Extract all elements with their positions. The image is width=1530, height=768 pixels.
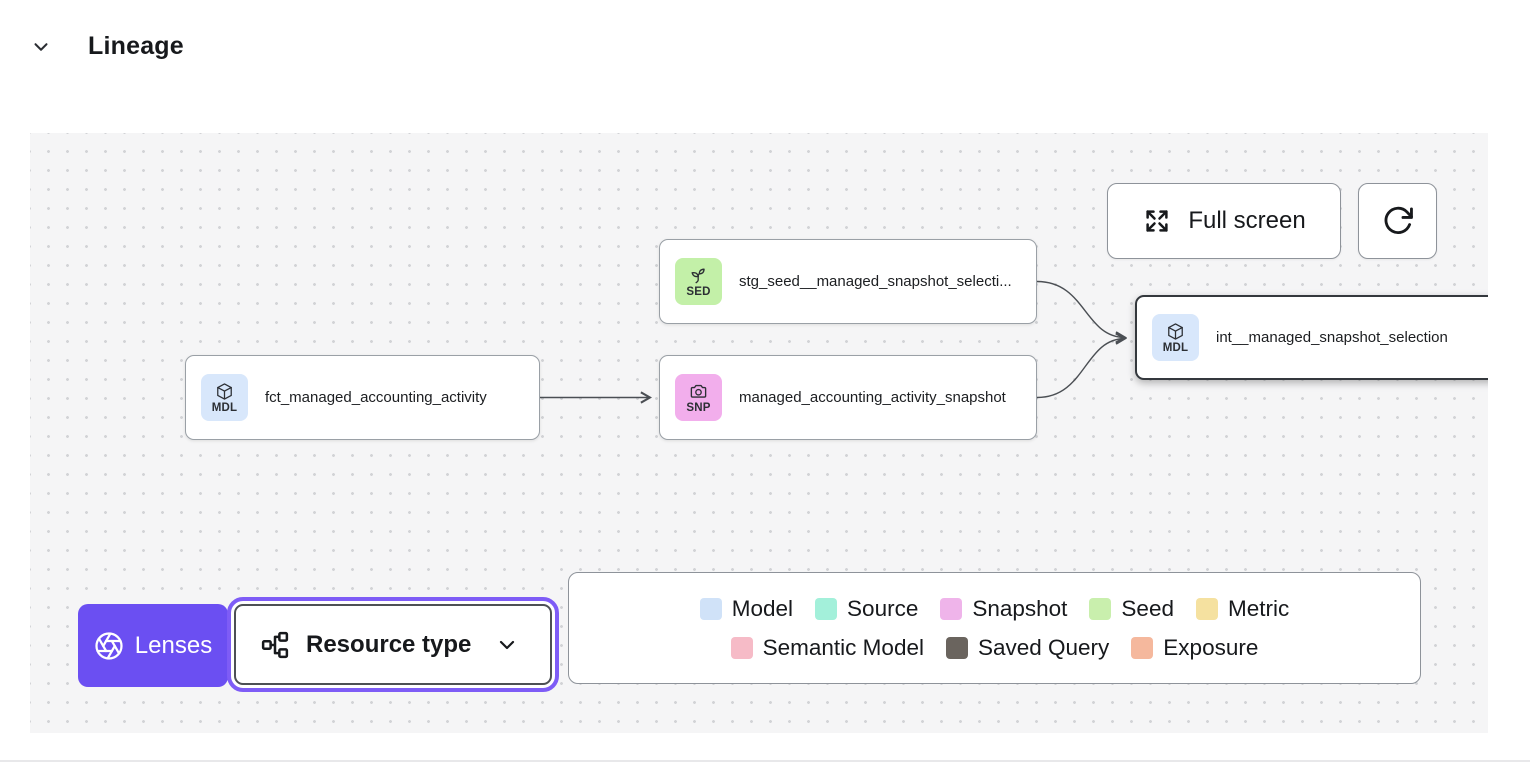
expand-icon — [1146, 210, 1168, 232]
resource-type-focus-ring: Resource type — [227, 597, 559, 692]
badge-label: MDL — [1162, 341, 1189, 354]
lenses-label: Lenses — [134, 631, 213, 659]
legend-item-exposure: Exposure — [1131, 635, 1258, 661]
edge-seed-to-int — [1036, 280, 1125, 338]
lenses-button[interactable]: Lenses — [78, 604, 228, 687]
badge-label: MDL — [211, 401, 238, 414]
resource-type-dropdown[interactable]: Resource type — [234, 604, 552, 685]
collapse-chevron-icon[interactable] — [30, 36, 52, 58]
legend-item-seed: Seed — [1089, 596, 1174, 622]
exposure-swatch — [1131, 636, 1154, 659]
snapshot-camera-icon — [690, 384, 707, 398]
lineage-header: Lineage — [30, 32, 184, 61]
node-label: stg_seed__managed_snapshot_selecti... — [739, 273, 1012, 290]
model-cube-icon — [1168, 322, 1183, 340]
node-fct-managed-accounting-activity[interactable]: MDL fct_managed_accounting_activity — [185, 355, 540, 440]
badge-label: SNP — [686, 401, 711, 414]
legend-label: Seed — [1121, 595, 1174, 621]
seed-swatch — [1089, 597, 1112, 620]
model-cube-icon — [217, 382, 232, 400]
edge-snapshot-to-int — [1036, 339, 1125, 399]
full-screen-button[interactable]: Full screen — [1107, 183, 1341, 259]
legend-label: Semantic Model — [762, 634, 924, 660]
legend-item-model: Model — [699, 595, 794, 622]
node-label: int__managed_snapshot_selection — [1216, 329, 1448, 346]
seed-badge: SED — [675, 258, 722, 305]
legend-row-1: Model Source Snapshot Seed Metric — [699, 595, 1290, 622]
node-label: fct_managed_accounting_activity — [265, 389, 487, 406]
snapshot-swatch — [940, 597, 963, 620]
legend-item-saved-query: Saved Query — [945, 634, 1110, 661]
aperture-icon — [95, 631, 123, 660]
resource-type-icon — [261, 631, 289, 658]
legend-label: Model — [731, 595, 794, 621]
metric-swatch — [1195, 597, 1218, 620]
legend-row-2: Semantic Model Saved Query Exposure — [730, 634, 1258, 661]
saved-query-swatch — [945, 636, 968, 659]
page-title: Lineage — [88, 32, 184, 60]
node-managed-accounting-activity-snapshot[interactable]: SNP managed_accounting_activity_snapshot — [659, 355, 1037, 440]
legend-item-source: Source — [815, 596, 918, 622]
legend-label: Saved Query — [977, 634, 1110, 660]
node-label: managed_accounting_activity_snapshot — [739, 389, 1006, 406]
legend-item-metric: Metric — [1195, 595, 1290, 622]
resource-type-label: Resource type — [306, 630, 472, 658]
section-divider — [0, 760, 1530, 762]
lineage-edges — [540, 280, 1488, 733]
snapshot-badge: SNP — [675, 374, 722, 421]
lineage-canvas[interactable]: Full screen SED stg_seed__managed_snapsh… — [30, 133, 1488, 733]
model-badge: MDL — [201, 374, 248, 421]
model-badge: MDL — [1152, 314, 1199, 361]
source-swatch — [815, 597, 838, 620]
legend-label: Snapshot — [972, 595, 1068, 621]
legend-panel: Model Source Snapshot Seed Metric — [568, 572, 1421, 684]
legend-item-snapshot: Snapshot — [940, 596, 1067, 622]
seed-sprout-icon — [691, 267, 705, 283]
node-int-managed-snapshot-selection[interactable]: MDL int__managed_snapshot_selection — [1135, 295, 1488, 380]
badge-label: SED — [686, 285, 711, 298]
refresh-button[interactable] — [1358, 183, 1437, 259]
legend-label: Source — [847, 595, 919, 621]
model-swatch — [699, 597, 722, 620]
legend-label: Metric — [1227, 595, 1290, 621]
node-stg-seed-managed-snapshot-selection[interactable]: SED stg_seed__managed_snapshot_selecti..… — [659, 239, 1037, 324]
refresh-icon — [1384, 206, 1413, 234]
legend-label: Exposure — [1163, 634, 1259, 660]
semantic-model-swatch — [730, 636, 753, 659]
chevron-down-icon — [495, 633, 519, 657]
full-screen-label: Full screen — [1188, 207, 1306, 234]
legend-item-semantic-model: Semantic Model — [730, 634, 924, 661]
